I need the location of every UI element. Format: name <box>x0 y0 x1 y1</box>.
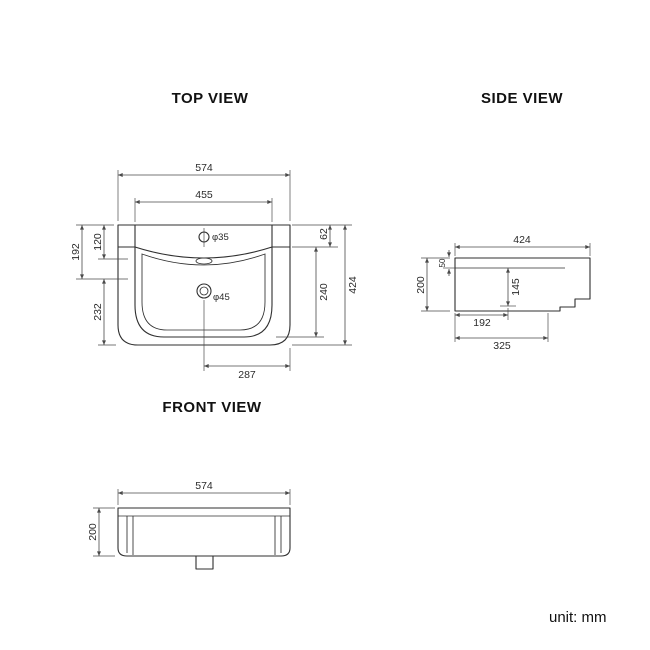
dim-label-front-overall-width: 574 <box>195 480 213 492</box>
drain-hole-inner <box>199 286 209 296</box>
dim-label-side-height: 200 <box>415 276 427 294</box>
dim-label-top-bowl-width: 455 <box>195 189 213 201</box>
basin-bowl-outer <box>134 246 273 338</box>
top-view-title: TOP VIEW <box>172 90 249 107</box>
dim-label-side-inner-height: 145 <box>510 278 522 296</box>
front-view-title: FRONT VIEW <box>162 399 262 416</box>
basin-profile-side <box>454 257 591 312</box>
faucet-hole <box>198 231 210 243</box>
top-view-dimension-lines <box>80 173 347 368</box>
top-view: TOP VIEW φ35 φ45 <box>70 90 359 381</box>
dim-label-top-overall-depth: 424 <box>347 276 359 294</box>
front-view-extension-lines <box>93 489 291 557</box>
overflow-hole <box>195 257 213 265</box>
dim-label-top-front-depth: 232 <box>92 303 104 321</box>
faucet-hole-label: φ35 <box>212 232 229 243</box>
dim-label-top-bowl-depth: 240 <box>318 283 330 301</box>
drain-hole-outer <box>196 283 212 299</box>
side-view-dimension-lines <box>425 245 590 340</box>
drain-hole-label: φ45 <box>213 292 230 303</box>
side-view: SIDE VIEW 424 200 50 145 <box>415 90 591 352</box>
top-view-outline <box>117 224 291 346</box>
dim-label-side-overall-depth: 424 <box>513 234 531 246</box>
dim-label-side-inner-depth: 192 <box>473 317 491 329</box>
side-view-title: SIDE VIEW <box>481 90 563 107</box>
dim-label-top-rim-right: 62 <box>318 228 330 240</box>
drain-tab <box>195 555 214 570</box>
basin-outline-top <box>117 224 291 346</box>
front-view-dimension-lines <box>97 491 290 556</box>
unit-label: unit: mm <box>549 609 607 626</box>
basin-outline-front <box>117 507 291 557</box>
dim-label-front-height: 200 <box>87 523 99 541</box>
front-view: FRONT VIEW 574 200 <box>87 399 291 570</box>
dim-label-top-deck-depth: 120 <box>92 233 104 251</box>
dim-label-side-rim-thickness: 50 <box>438 258 447 267</box>
dim-label-top-overall-width: 574 <box>195 162 213 174</box>
side-view-outline <box>454 257 591 312</box>
front-view-outline <box>117 507 291 570</box>
dim-label-top-drain-offset: 287 <box>238 369 256 381</box>
top-view-extension-lines <box>76 170 352 371</box>
dim-label-top-back-depth: 192 <box>70 243 82 261</box>
basin-bowl-inner <box>141 253 266 331</box>
dim-label-side-bottom-depth: 325 <box>493 340 511 352</box>
